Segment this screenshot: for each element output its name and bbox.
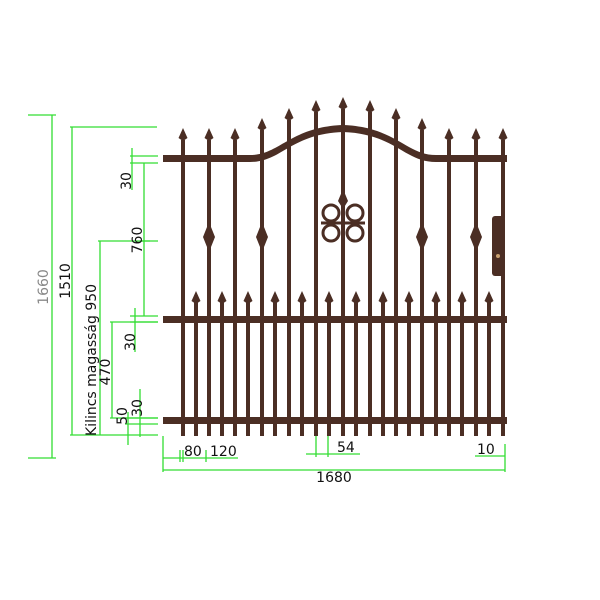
dim-top-rail: 30 <box>119 172 135 190</box>
spear-tip <box>417 118 427 132</box>
bottom-rail <box>163 417 507 424</box>
upright-bar <box>181 140 185 436</box>
upright-bar <box>501 140 505 436</box>
spear-tip <box>351 291 361 305</box>
upright-bar <box>474 140 478 436</box>
spear-tip <box>217 291 227 305</box>
short-bar <box>407 300 411 436</box>
leaf-ornament <box>203 222 215 252</box>
spear-tip <box>471 128 481 142</box>
upright-bar <box>233 140 237 436</box>
spear-tip <box>498 128 508 142</box>
dim-bottom-rail: 30 <box>130 399 146 417</box>
short-bar <box>381 300 385 436</box>
spear-tip <box>311 100 321 114</box>
short-bar <box>220 300 224 436</box>
short-bar <box>460 300 464 436</box>
upright-bar <box>341 109 345 436</box>
spear-tip <box>230 128 240 142</box>
spear-tip <box>457 291 467 305</box>
spear-tip <box>404 291 414 305</box>
upright-bar <box>207 140 211 436</box>
spear-tip <box>257 118 267 132</box>
short-bar <box>273 300 277 436</box>
dim-post-offset: 80 <box>184 444 202 460</box>
upright-bar <box>394 120 398 436</box>
short-bar <box>487 300 491 436</box>
upright-bar <box>314 112 318 436</box>
short-bar <box>434 300 438 436</box>
upright-bar <box>447 140 451 436</box>
leaf-ornament <box>256 222 268 252</box>
scroll-ornament <box>321 203 341 223</box>
leaf-ornament <box>470 222 482 252</box>
dim-bar-spacing: 120 <box>210 444 237 460</box>
scroll-ornament <box>345 203 365 223</box>
short-bar <box>354 300 358 436</box>
dim-bar-gap: 54 <box>337 440 355 456</box>
dim-total-height: 1660 <box>36 269 52 305</box>
upright-bar <box>420 130 424 436</box>
scroll-ornament-tip <box>338 189 348 209</box>
spear-tip <box>338 97 348 111</box>
leaf-ornament <box>416 222 428 252</box>
upright-bar <box>368 112 372 436</box>
middle-rail <box>163 316 507 323</box>
spear-tip <box>378 291 388 305</box>
dim-bottom-gap: 50 <box>115 407 131 425</box>
dim-line-end-gap <box>475 444 506 472</box>
gate <box>163 97 508 436</box>
dim-handle-height: Kilincs magasság 950 <box>84 284 100 436</box>
dim-line-bottom <box>125 389 158 445</box>
spear-tip <box>484 291 494 305</box>
scroll-ornament <box>321 223 341 243</box>
spear-tip <box>391 108 401 122</box>
dim-end-gap: 10 <box>477 442 495 458</box>
dim-lower-bars: 470 <box>98 359 114 386</box>
dim-middle-rail: 30 <box>123 333 139 351</box>
spear-tip <box>365 100 375 114</box>
spear-tip <box>178 128 188 142</box>
spear-tip <box>204 128 214 142</box>
dim-frame-height: 1510 <box>58 263 74 299</box>
handle-plate <box>492 216 505 276</box>
top-rail <box>163 125 507 162</box>
short-bar <box>194 300 198 436</box>
spear-tip <box>243 291 253 305</box>
dim-line-total-height <box>28 114 56 459</box>
dim-line-upper-bars <box>140 163 158 316</box>
short-bar <box>246 300 250 436</box>
short-bar <box>327 300 331 436</box>
spear-tip <box>444 128 454 142</box>
spear-tip <box>284 108 294 122</box>
dim-line-post-spacing <box>162 436 238 472</box>
spear-tip <box>191 291 201 305</box>
scroll-ornament <box>345 223 365 243</box>
spear-tip <box>431 291 441 305</box>
dim-line-frame-height <box>70 126 158 436</box>
dim-upper-bars: 760 <box>130 227 146 254</box>
short-bar <box>300 300 304 436</box>
dimension-lines: 1660 1510 Kilincs magasság 950 470 30 76… <box>28 114 506 486</box>
dim-line-middle-rail <box>130 308 158 352</box>
dim-line-bar-gap <box>306 436 360 457</box>
dim-total-width: 1680 <box>316 470 352 486</box>
spear-tip <box>324 291 334 305</box>
handle-keyhole <box>496 254 500 258</box>
upright-bar <box>260 130 264 436</box>
upright-bar <box>287 120 291 436</box>
spear-tip <box>270 291 280 305</box>
spear-tip <box>297 291 307 305</box>
